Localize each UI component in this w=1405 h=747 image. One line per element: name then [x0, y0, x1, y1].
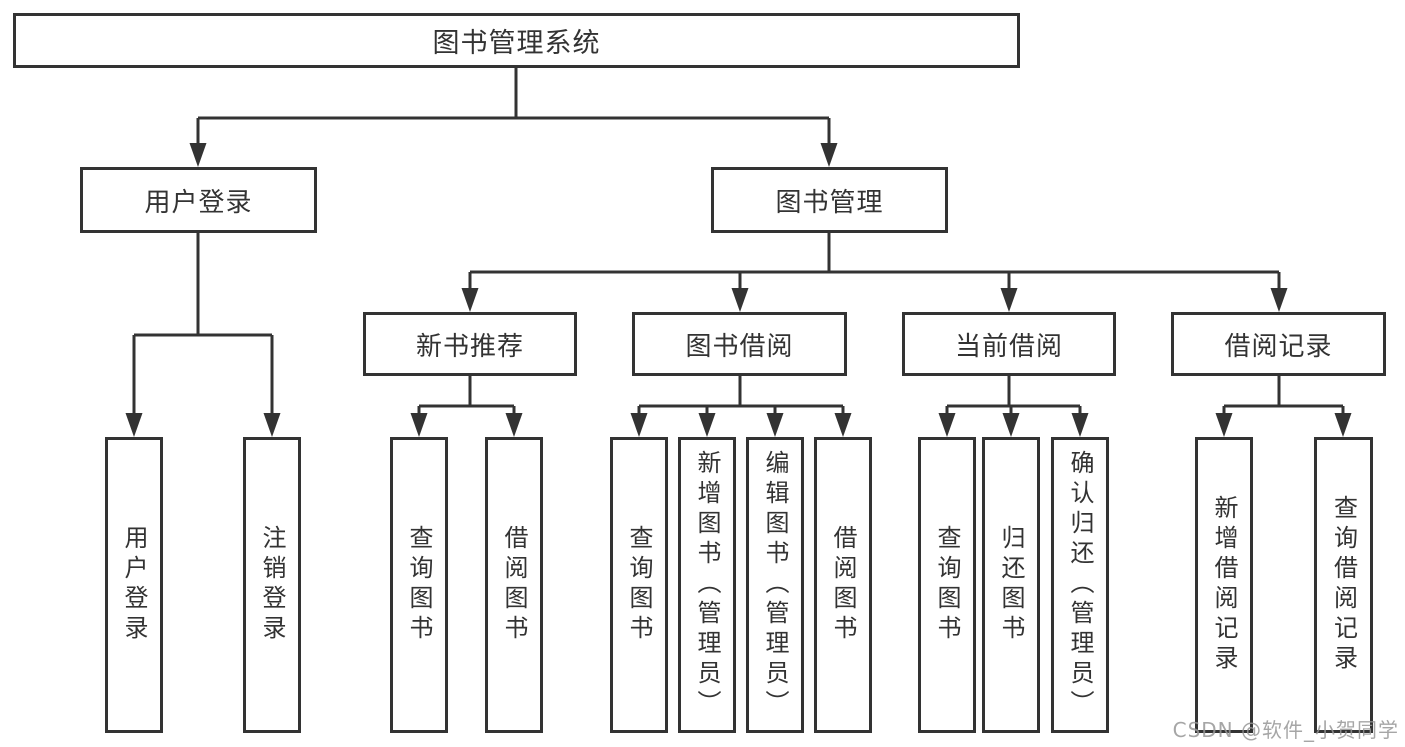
leaf-query-borrow-record-label: 查询借阅记录 — [1329, 495, 1358, 675]
leaf-borrow-books-borrowing: 借阅图书 — [814, 437, 872, 733]
node-book-management: 图书管理 — [711, 167, 948, 233]
leaf-logout: 注销登录 — [243, 437, 301, 733]
node-library-system: 图书管理系统 — [13, 13, 1020, 68]
leaf-add-books-admin-label: 新增图书（管理员） — [693, 450, 721, 720]
leaf-borrow-books-recommend: 借阅图书 — [485, 437, 543, 733]
csdn-watermark: CSDN @软件_小贺同学 — [1172, 718, 1399, 742]
node-borrowing-records-label: 借阅记录 — [1224, 331, 1333, 362]
node-user-login: 用户登录 — [80, 167, 317, 233]
leaf-confirm-return-admin-label: 确认归还（管理员） — [1066, 450, 1094, 720]
arrowhead-icons — [125, 143, 1352, 437]
node-library-system-label: 图书管理系统 — [432, 28, 601, 59]
leaf-query-books-current-label: 查询图书 — [933, 525, 961, 645]
leaf-confirm-return-admin: 确认归还（管理员） — [1051, 437, 1109, 733]
node-current-borrowing-label: 当前借阅 — [954, 331, 1063, 362]
leaf-query-borrow-record: 查询借阅记录 — [1314, 437, 1373, 733]
node-book-management-label: 图书管理 — [775, 187, 884, 218]
leaf-logout-label: 注销登录 — [258, 525, 286, 645]
leaf-edit-books-admin: 编辑图书（管理员） — [746, 437, 804, 733]
leaf-add-borrow-record-label: 新增借阅记录 — [1210, 495, 1238, 675]
leaf-add-borrow-record: 新增借阅记录 — [1195, 437, 1253, 733]
leaf-query-books-borrowing-label: 查询图书 — [625, 525, 653, 645]
leaf-return-books: 归还图书 — [982, 437, 1040, 733]
leaf-borrow-books-borrowing-label: 借阅图书 — [829, 525, 857, 645]
leaf-user-login-label: 用户登录 — [120, 525, 148, 645]
leaf-edit-books-admin-label: 编辑图书（管理员） — [761, 450, 789, 720]
leaf-query-books-recommend-label: 查询图书 — [405, 525, 433, 645]
leaf-query-books-current: 查询图书 — [918, 437, 976, 733]
leaf-add-books-admin: 新增图书（管理员） — [678, 437, 736, 733]
leaf-borrow-books-recommend-label: 借阅图书 — [500, 525, 528, 645]
leaf-query-books-recommend: 查询图书 — [390, 437, 448, 733]
node-user-login-label: 用户登录 — [144, 187, 253, 218]
node-new-book-recommend-label: 新书推荐 — [415, 331, 524, 362]
leaf-return-books-label: 归还图书 — [997, 525, 1025, 645]
node-book-borrowing-label: 图书借阅 — [685, 331, 794, 362]
leaf-query-books-borrowing: 查询图书 — [610, 437, 668, 733]
node-current-borrowing: 当前借阅 — [902, 312, 1116, 376]
node-book-borrowing: 图书借阅 — [632, 312, 847, 376]
leaf-user-login: 用户登录 — [105, 437, 163, 733]
node-borrowing-records: 借阅记录 — [1171, 312, 1386, 376]
node-new-book-recommend: 新书推荐 — [363, 312, 577, 376]
